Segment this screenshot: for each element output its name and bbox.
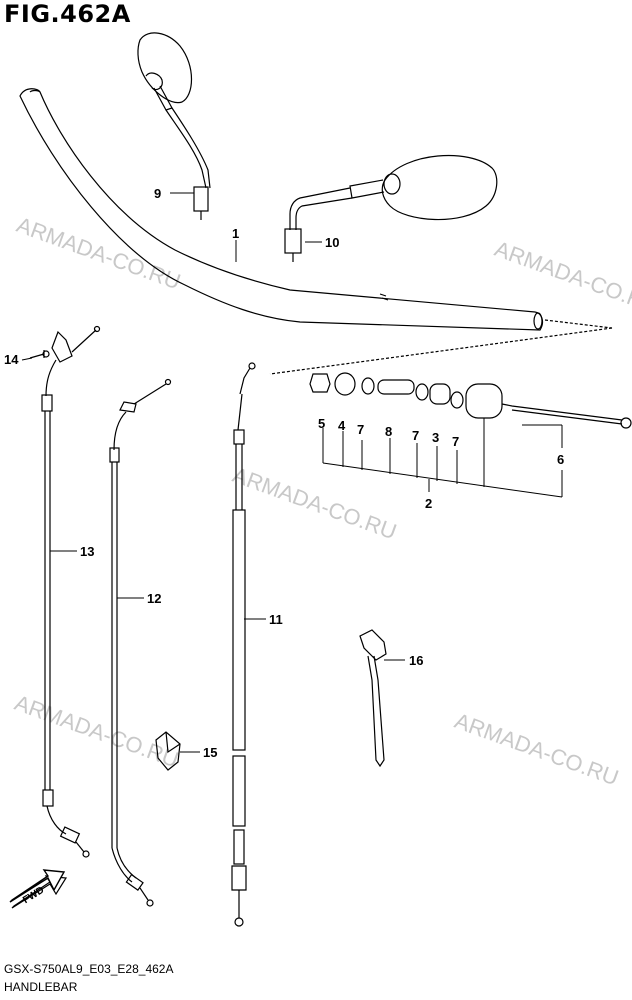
cable-13	[29, 325, 101, 858]
callout-6: 6	[557, 452, 564, 467]
cable-11	[231, 362, 256, 927]
callout-7c: 7	[452, 434, 459, 449]
mirror-left	[137, 32, 211, 220]
spacer-4	[334, 372, 356, 396]
figure-title: FIG.462A	[4, 0, 131, 28]
balancer-weight	[465, 383, 503, 419]
collar-8	[377, 379, 415, 395]
callout-11: 11	[269, 612, 283, 627]
callout-7a: 7	[357, 422, 364, 437]
callout-labels: 1 2 3 4 5 6 7 7 7 8 9 10 11 12 13 14 15 …	[4, 186, 564, 906]
callout-8: 8	[385, 424, 392, 439]
mirror-right	[284, 154, 498, 262]
callout-14: 14	[4, 352, 19, 367]
callout-16: 16	[409, 653, 423, 668]
washer-7c	[450, 391, 464, 409]
callout-3: 3	[432, 430, 439, 445]
handlebar	[19, 88, 544, 331]
clamp-16	[359, 629, 387, 768]
bar-end-assembly	[309, 372, 632, 429]
screw-6	[501, 403, 623, 421]
washer-7a	[361, 377, 375, 395]
cable-12	[109, 378, 172, 907]
callout-10: 10	[325, 235, 339, 250]
set-bracket	[322, 418, 563, 498]
callout-1: 1	[232, 226, 239, 241]
fwd-arrow	[9, 869, 68, 909]
callout-leaders	[21, 192, 405, 753]
callout-2: 2	[425, 496, 432, 511]
figure-code: GSX-S750AL9_E03_E28_462A	[4, 962, 174, 976]
callout-5: 5	[318, 416, 325, 431]
callout-15: 15	[203, 745, 217, 760]
balancer-3	[429, 383, 451, 405]
callout-7b: 7	[412, 428, 419, 443]
callout-13: 13	[80, 544, 94, 559]
clamp-15	[155, 731, 181, 771]
callout-12: 12	[147, 591, 161, 606]
section-title: HANDLEBAR	[4, 980, 78, 994]
nut-5	[309, 373, 331, 393]
washer-7b	[415, 383, 429, 401]
callout-9: 9	[154, 186, 161, 201]
callout-4: 4	[338, 418, 346, 433]
